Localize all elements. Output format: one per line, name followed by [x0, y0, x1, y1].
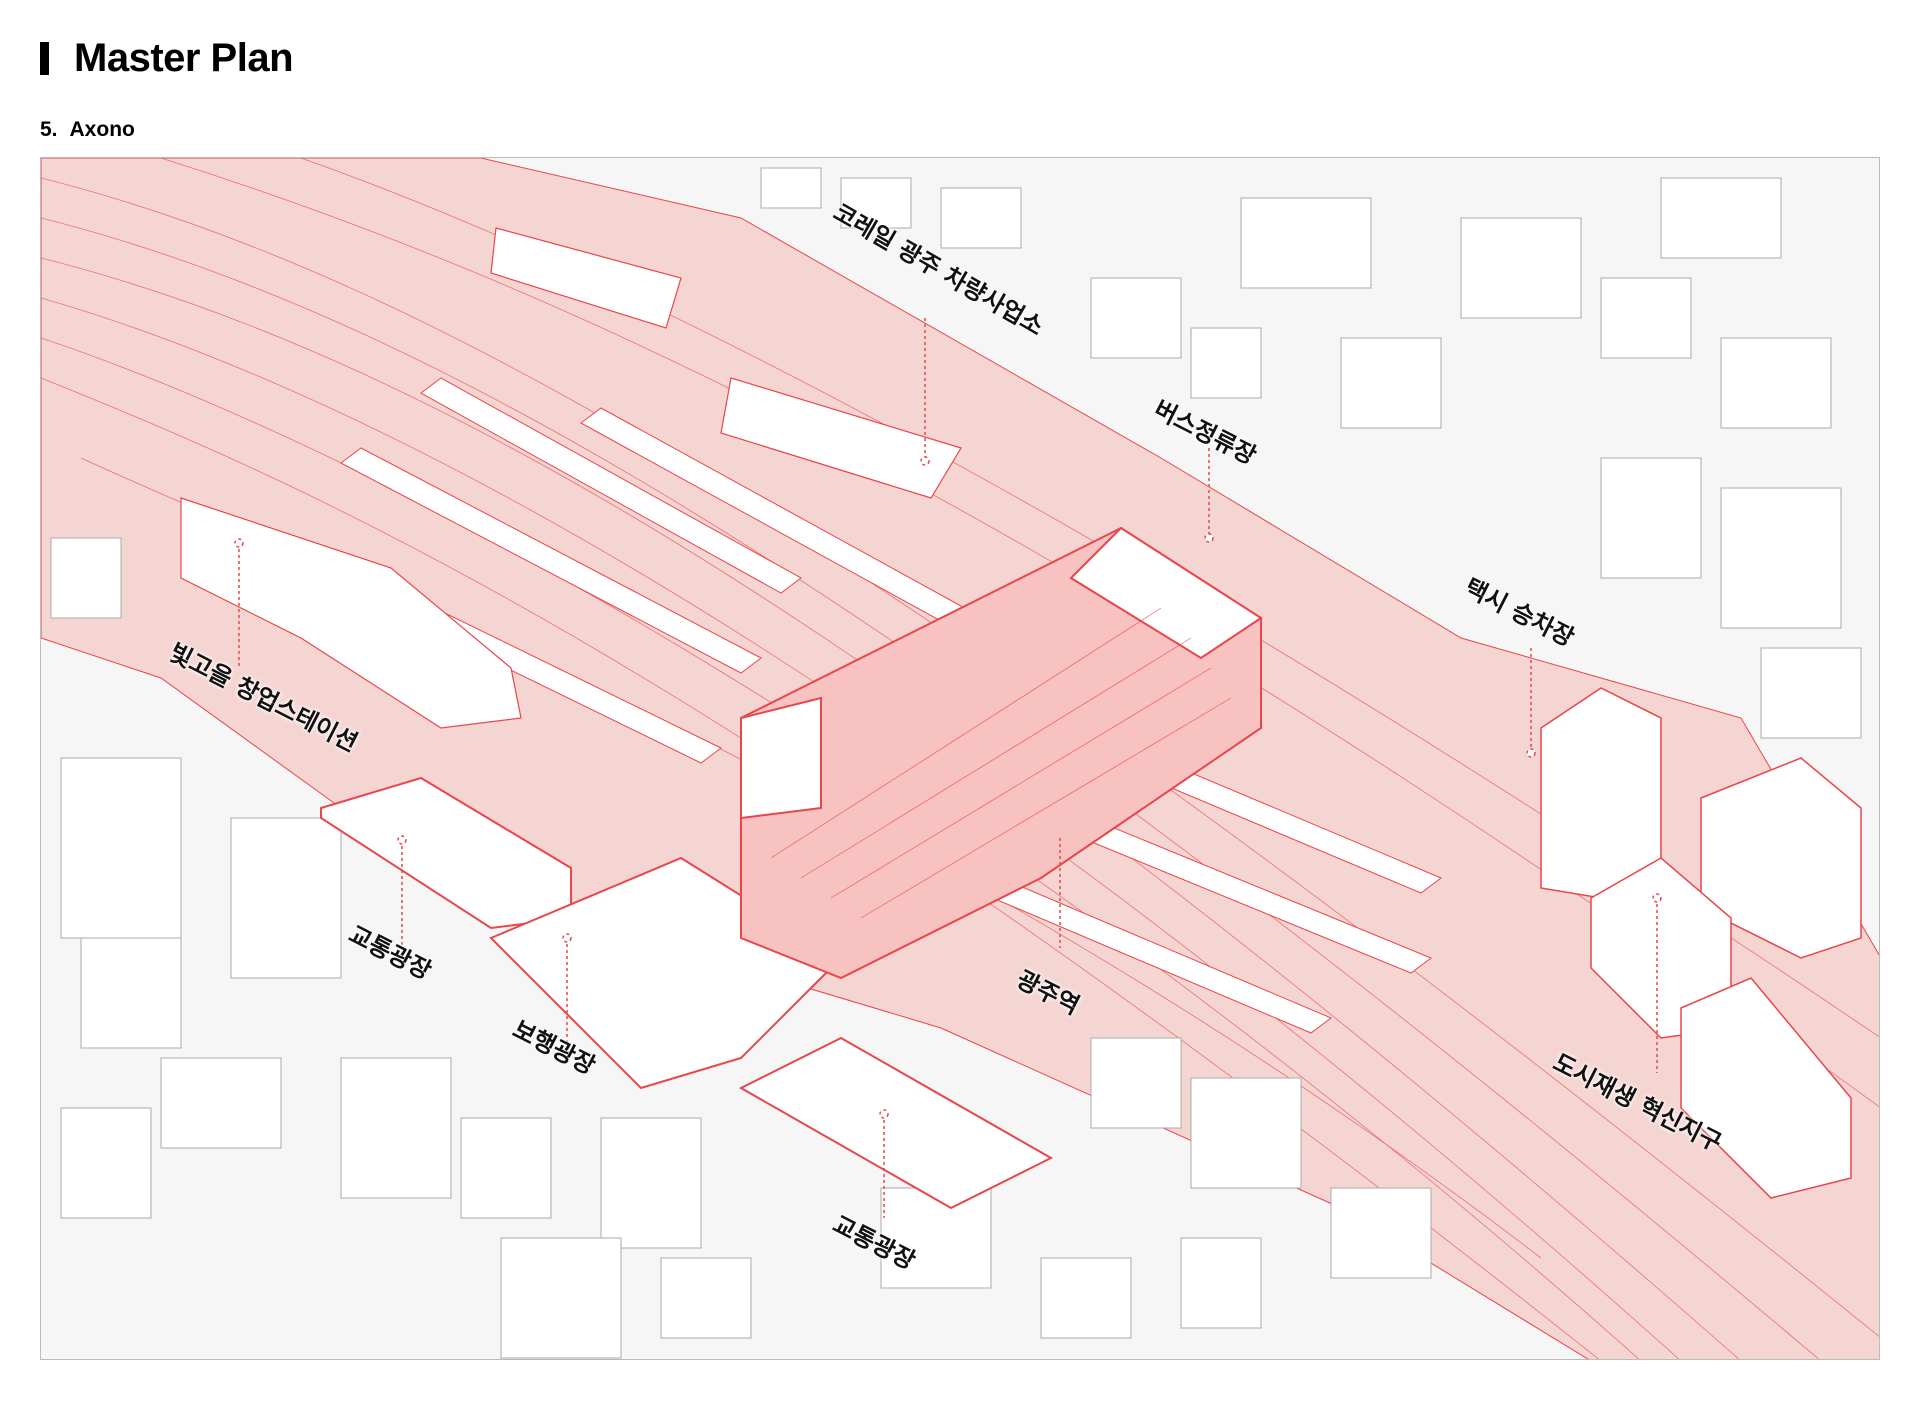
depot-buildings — [180, 227, 962, 729]
title-marker — [40, 42, 49, 75]
section-heading: 5. Axono — [40, 118, 135, 142]
section-title: Axono — [69, 118, 135, 141]
regeneration-district — [1540, 687, 1862, 1199]
gwangju-station-building — [740, 526, 1263, 980]
axonometric-drawing: 코레일 광주 차량사업소 버스정류장 택시 승차장 빛고을 창업스테이션 교통광… — [40, 157, 1880, 1360]
leader-lines — [234, 318, 1662, 1218]
platforms — [250, 377, 1442, 1034]
axono-illustration — [41, 158, 1879, 1359]
city-blocks — [50, 167, 1862, 1359]
section-number: 5. — [40, 118, 58, 141]
page-title: Master Plan — [74, 36, 294, 80]
